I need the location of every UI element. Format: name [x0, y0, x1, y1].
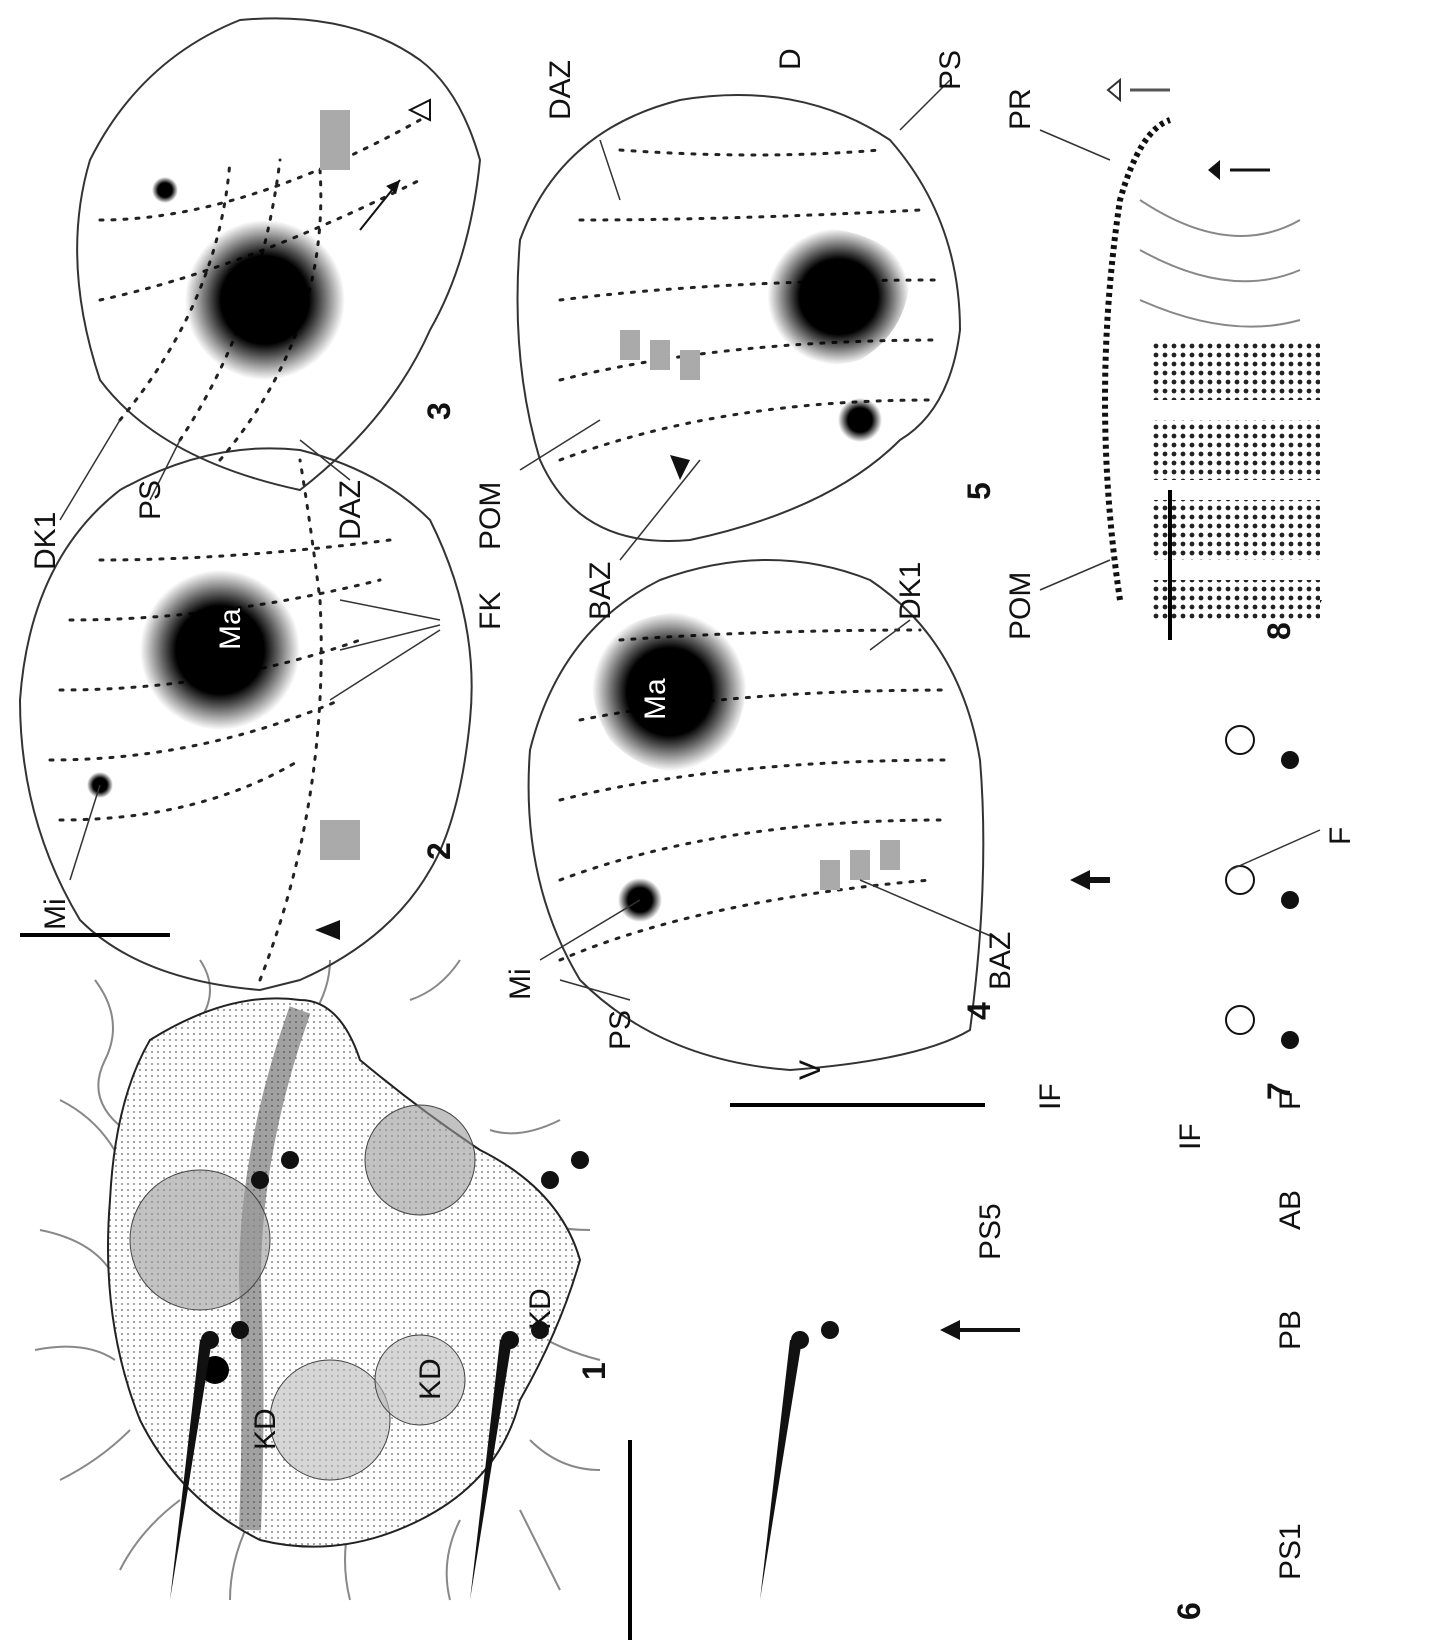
leader-line [620, 460, 700, 560]
macronucleus [185, 220, 345, 380]
label-KD: KD [249, 1408, 282, 1450]
macronucleus-part [270, 1360, 390, 1480]
arrow [1208, 160, 1220, 180]
micronucleus [838, 398, 882, 442]
buccal-membranelle [850, 850, 870, 880]
macronucleus-part [365, 1105, 475, 1215]
label-D: D [774, 48, 807, 70]
label-BAZ: BAZ [984, 932, 1017, 990]
leader-line [600, 140, 620, 200]
leader-line [60, 420, 120, 520]
label-DAZ: DAZ [334, 480, 367, 540]
leader-line [340, 625, 440, 650]
macronucleus-part [130, 1170, 270, 1310]
label-BAZ: BAZ [584, 562, 617, 620]
macronucleus [768, 228, 911, 365]
figure-3-cell: DK1 PS DAZ 3 [29, 18, 480, 570]
label-Mi: Mi [504, 968, 537, 1000]
buccal-membranelle [680, 350, 700, 380]
membranelle [1150, 340, 1320, 400]
label-POM: POM [474, 482, 507, 550]
figure-number-1: 1 [576, 1362, 612, 1380]
figure-7-kinetid: F 7 [1070, 726, 1357, 1100]
figure-number-7: 7 [1261, 1082, 1297, 1100]
figure-number-5: 5 [961, 482, 997, 500]
figure-number-6: 6 [1171, 1602, 1207, 1620]
arrowhead-open [410, 100, 430, 120]
leader-line [340, 600, 440, 620]
label-PS: PS [934, 50, 967, 90]
label-Ma: Ma [214, 608, 247, 650]
label-PS5: PS5 [974, 1203, 1007, 1260]
membranelle [1150, 500, 1320, 560]
arrowhead-filled [315, 920, 340, 940]
label-IF: IF [1174, 1123, 1207, 1150]
leader-line [870, 620, 910, 650]
label-FK: FK [474, 592, 507, 630]
label-PB: PB [1274, 1310, 1307, 1350]
label-IF: IF [1034, 1083, 1067, 1110]
buccal-membranelle [320, 110, 350, 170]
figure-number-3: 3 [421, 402, 457, 420]
membranelle [1150, 580, 1320, 620]
micronucleus [152, 177, 178, 203]
label-PS: PS [134, 480, 167, 520]
buccal-membranelle [650, 340, 670, 370]
leader-line [1040, 560, 1110, 590]
arrow [1070, 870, 1090, 890]
label-POM: POM [1004, 572, 1037, 640]
buccal-membranelle [620, 330, 640, 360]
label-PR: PR [1004, 88, 1037, 130]
label-KD: KD [524, 1288, 557, 1330]
figure-5-cell: DAZ PS D POM BAZ 5 [474, 48, 997, 620]
figure-2-cell: Ma Mi FK 2 [20, 448, 507, 990]
buccal-membranelle [880, 840, 900, 870]
label-DAZ: DAZ [544, 60, 577, 120]
figure-number-8: 8 [1261, 622, 1297, 640]
buccal-membranelle [820, 860, 840, 890]
figure-8-oral-apparatus: PR POM 8 [1004, 80, 1320, 640]
label-F: F [1324, 827, 1357, 845]
figure-4-cell: Ma Mi BAZ DK1 PS V 4 [504, 560, 1017, 1105]
label-PS1: PS1 [1274, 1523, 1307, 1580]
buccal-membranelle [320, 820, 360, 860]
leader-line [330, 630, 440, 700]
leader-line [70, 785, 100, 880]
label-DK1: DK1 [894, 562, 927, 620]
label-Ma: Ma [639, 678, 672, 720]
leader-line [300, 440, 350, 480]
leader-line [1040, 130, 1110, 160]
label-Mi: Mi [39, 898, 72, 930]
label-KD: KD [414, 1358, 447, 1400]
label-PS: PS [604, 1010, 637, 1050]
cell-outline [529, 560, 984, 1070]
leader-line [560, 980, 630, 1000]
membranelle [1150, 420, 1320, 480]
figure-number-4: 4 [961, 1002, 997, 1020]
label-AB: AB [1274, 1190, 1307, 1230]
kinety-cilium [760, 1340, 802, 1600]
label-V: V [794, 1060, 827, 1080]
leader-line [1230, 830, 1320, 870]
arrow-open [1108, 80, 1120, 100]
figure-number-2: 2 [421, 842, 457, 860]
leader-line [860, 880, 1000, 940]
label-DK1: DK1 [29, 512, 62, 570]
